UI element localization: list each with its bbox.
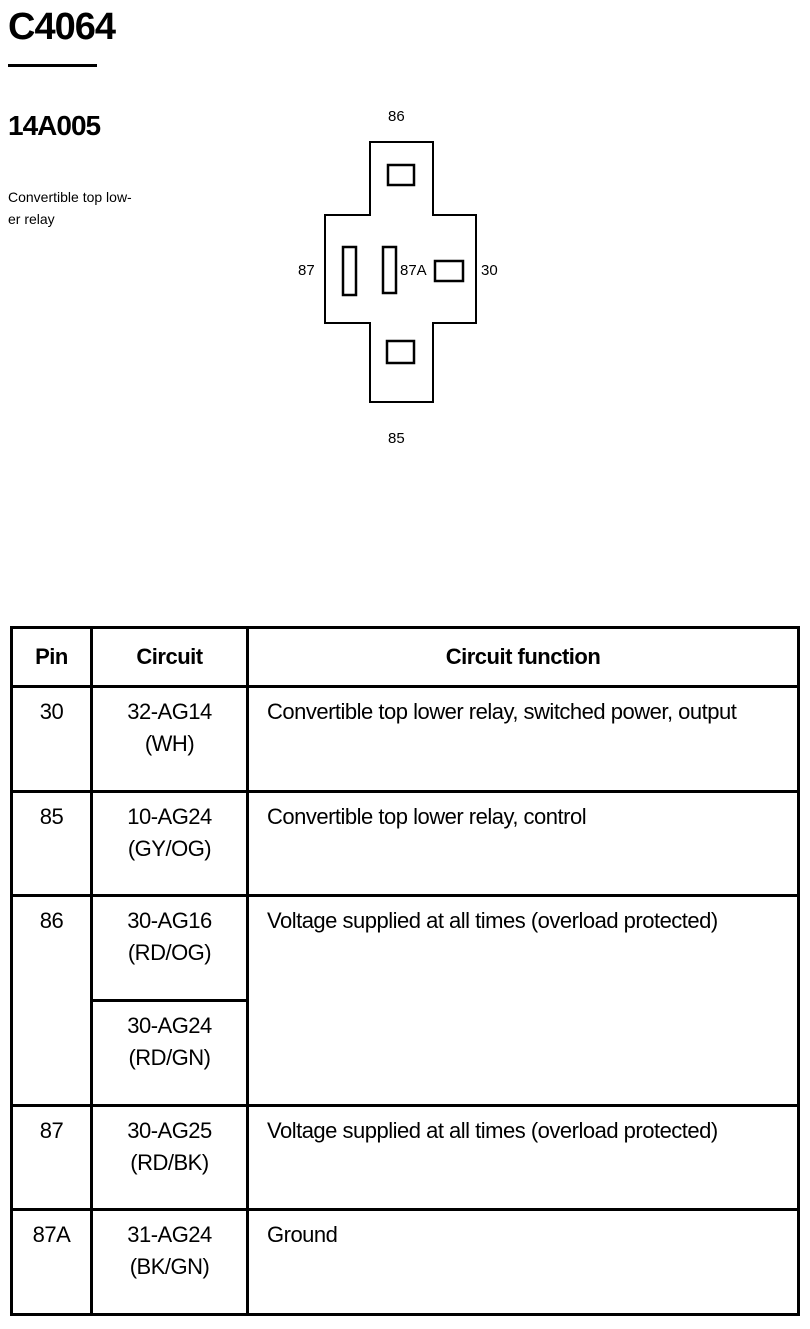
description-line: Convertible top low- [8, 189, 132, 205]
table-row: 30 32-AG14 (WH) Convertible top lower re… [10, 685, 800, 793]
table-row: 87 30-AG25 (RD/BK) Voltage supplied at a… [10, 1103, 800, 1212]
terminal-87 [341, 245, 358, 297]
function-cell: Ground [246, 1208, 800, 1316]
pin-cell: 85 [10, 789, 93, 898]
pin-label-bottom: 85 [388, 430, 405, 447]
circuit-number: 30-AG25 [127, 1117, 212, 1143]
pin-label-right: 30 [481, 262, 498, 279]
function-cell: Convertible top lower relay, control [246, 789, 800, 898]
terminal-85 [385, 339, 416, 365]
circuit-number: 10-AG24 [127, 803, 212, 829]
header-pin: Pin [10, 626, 93, 688]
wire-color: (RD/GN) [128, 1044, 211, 1070]
pin-cell: 87A [10, 1208, 93, 1316]
component-description: Convertible top low- er relay [8, 186, 158, 230]
circuit-number: 30-AG16 [127, 908, 212, 934]
circuit-cell: 30-AG24 (RD/GN) [90, 998, 249, 1107]
terminal-86 [386, 163, 416, 187]
wire-color: (BK/GN) [129, 1254, 210, 1280]
circuit-cell: 32-AG14 (WH) [90, 685, 249, 793]
header-circuit: Circuit [90, 626, 249, 688]
pin-label-center: 87A [400, 262, 427, 279]
connector-face-diagram: 86 87 87A 30 85 [298, 108, 498, 447]
function-cell: Convertible top lower relay, switched po… [246, 685, 800, 793]
connector-id: C4064 [8, 6, 116, 48]
function-cell: Voltage supplied at all times (overload … [246, 894, 800, 1107]
wire-color: (WH) [144, 731, 195, 756]
part-number: 14A005 [8, 110, 101, 141]
wire-color: (GY/OG) [127, 835, 212, 861]
terminal-30 [433, 259, 465, 283]
circuit-cell: 30-AG25 (RD/BK) [90, 1103, 249, 1212]
circuit-cell: 30-AG16 (RD/OG) [90, 894, 249, 1002]
header-circuit-function: Circuit function [246, 626, 800, 688]
table-header-row: Pin Circuit Circuit function [10, 626, 800, 688]
pin-table: Pin Circuit Circuit function 30 32-AG14 … [10, 626, 800, 1316]
circuit-number: 31-AG24 [127, 1222, 212, 1248]
table-row: 87A 31-AG24 (BK/GN) Ground [10, 1208, 800, 1316]
table-row: 30-AG24 (RD/GN) [12, 998, 799, 1107]
terminal-87a [381, 245, 398, 295]
circuit-cell: 31-AG24 (BK/GN) [90, 1208, 249, 1316]
wire-color: (RD/BK) [130, 1149, 209, 1175]
circuit-cell: 10-AG24 (GY/OG) [90, 789, 249, 898]
wire-color: (RD/OG) [127, 940, 212, 966]
circuit-number: 30-AG24 [127, 1012, 212, 1038]
title-underline [8, 64, 97, 67]
pin-label-left: 87 [298, 262, 315, 279]
connector-outline [324, 141, 477, 403]
function-cell: Voltage supplied at all times (overload … [246, 1103, 800, 1212]
pin-cell: 30 [10, 685, 93, 793]
pin-cell: 86 [10, 894, 93, 1107]
table-row: 86 30-AG16 (RD/OG) Voltage supplied at a… [10, 894, 800, 1107]
circuit-number: 32-AG14 [127, 699, 212, 724]
pin-cell: 87 [10, 1103, 93, 1212]
description-line: er relay [8, 211, 55, 227]
table-row: 85 10-AG24 (GY/OG) Convertible top lower… [10, 789, 800, 898]
pin-label-top: 86 [388, 108, 405, 125]
